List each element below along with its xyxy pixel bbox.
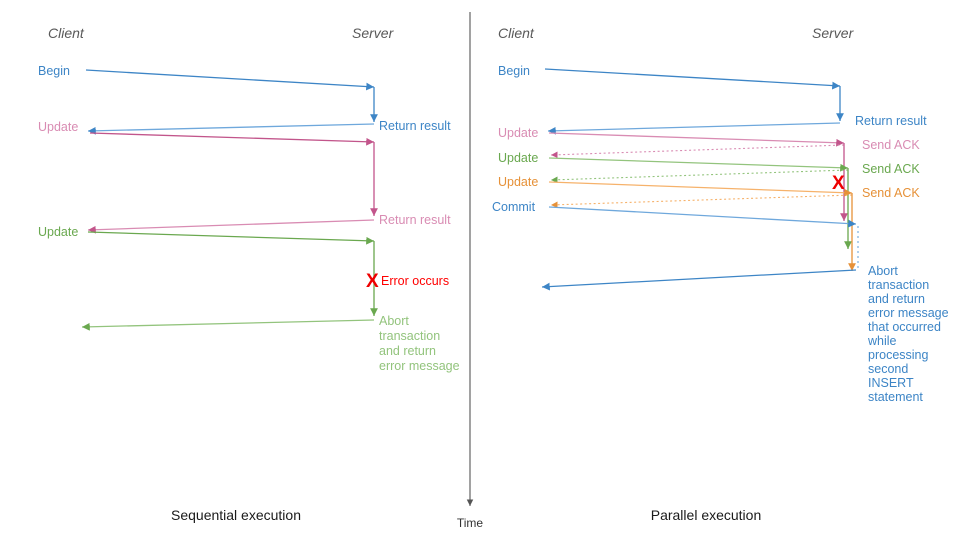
right-label-begin: Begin [498, 64, 530, 78]
right-msg-update-orange [548, 181, 856, 271]
time-axis-label: Time [457, 516, 484, 530]
right-server-header: Server [812, 25, 855, 41]
left-msg-update-green [81, 231, 378, 331]
left-abort-message: Abort transaction and return error messa… [379, 314, 460, 373]
right-label-return-result: Return result [855, 114, 927, 128]
right-label-update-pink: Update [498, 126, 538, 140]
right-error-x-icon: X [832, 173, 845, 194]
arrow-update-pink [89, 132, 375, 146]
left-abort-line-1: Abort [379, 314, 409, 328]
left-abort-line-3: and return [379, 344, 436, 358]
right-abort-line-6: while [867, 334, 897, 348]
right-label-update-orange: Update [498, 175, 538, 189]
arrow-return-result-blue [87, 123, 375, 135]
right-msg-update-green [548, 157, 852, 249]
arrow-ack-orange [550, 194, 853, 209]
right-client-header: Client [498, 25, 535, 41]
left-error-x-icon: X [366, 271, 379, 292]
right-abort-message: Abort transaction and return error messa… [867, 264, 949, 404]
left-label-update-pink: Update [38, 120, 78, 134]
arrow-update-pink [548, 132, 845, 147]
arrow-begin [85, 69, 375, 91]
left-abort-line-2: transaction [379, 329, 440, 343]
right-abort-line-9: INSERT [868, 376, 914, 390]
left-client-header: Client [48, 25, 85, 41]
right-msg-begin [544, 68, 844, 135]
right-abort-line-7: processing [868, 348, 928, 362]
left-msg-update-pink [87, 132, 378, 234]
right-abort-line-10: statement [868, 390, 923, 404]
right-abort-line-4: error message [868, 306, 949, 320]
left-server-header: Server [352, 25, 395, 41]
right-panel [541, 68, 859, 291]
arrow-abort-return [541, 269, 857, 291]
arrow-commit [548, 206, 857, 228]
left-panel-caption: Sequential execution [171, 507, 301, 523]
left-label-update-green: Update [38, 225, 78, 239]
arrow-ack-green [550, 169, 849, 184]
arrow-update-green [87, 231, 375, 245]
left-label-return-result-pink: Return result [379, 213, 451, 227]
left-label-return-result-blue: Return result [379, 119, 451, 133]
arrow-ack-pink [550, 144, 845, 159]
arrow-begin [544, 68, 841, 90]
right-abort-line-1: Abort [868, 264, 898, 278]
right-label-commit: Commit [492, 200, 536, 214]
right-label-update-green: Update [498, 151, 538, 165]
arrow-update-green [548, 157, 849, 172]
right-abort-line-8: second [868, 362, 908, 376]
left-label-begin: Begin [38, 64, 70, 78]
arrow-update-orange [548, 181, 853, 197]
right-label-send-ack-orange: Send ACK [862, 186, 920, 200]
left-label-error-occurs: Error occurs [381, 274, 449, 288]
left-msg-begin [85, 69, 378, 135]
arrow-abort-green [81, 319, 375, 331]
left-abort-line-4: error message [379, 359, 460, 373]
right-label-send-ack-green: Send ACK [862, 162, 920, 176]
left-panel [81, 69, 378, 331]
right-msg-commit [541, 206, 859, 291]
right-abort-line-3: and return [868, 292, 925, 306]
right-abort-line-5: that occurred [868, 320, 941, 334]
arrow-return-result-pink [87, 219, 375, 234]
right-panel-caption: Parallel execution [651, 507, 762, 523]
right-msg-update-pink [548, 132, 848, 221]
arrow-return-result-blue [547, 122, 841, 135]
right-abort-line-2: transaction [868, 278, 929, 292]
right-label-send-ack-pink: Send ACK [862, 138, 920, 152]
